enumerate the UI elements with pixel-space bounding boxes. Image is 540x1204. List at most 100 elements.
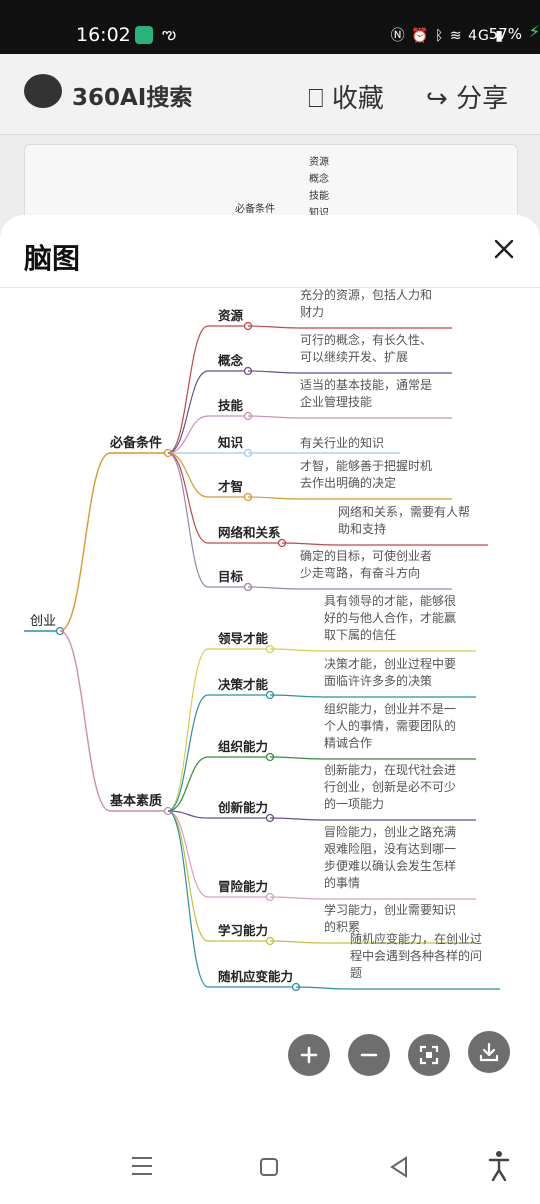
item-node-label: 随机应变能力 — [218, 969, 293, 984]
item-description-line: 面临许许多多的决策 — [324, 673, 432, 688]
item-description-line: 可以继续开发、扩展 — [300, 349, 408, 364]
system-nav-bar — [0, 1140, 540, 1200]
app-header: 360AI搜索 ⎕ 收藏 ↪ 分享 — [0, 54, 540, 135]
signal-icon: ▮ — [495, 28, 504, 44]
back-nav-button[interactable] — [390, 1156, 407, 1178]
zoom-in-button[interactable] — [288, 1034, 330, 1076]
item-node-label: 技能 — [218, 398, 244, 413]
mindmap-connector — [247, 325, 301, 329]
mindmap-connector — [167, 325, 209, 454]
bluetooth-icon: ᛒ — [435, 28, 445, 44]
item-description-line: 取下属的信任 — [324, 627, 396, 642]
item-description-line: 才智，能够善于把握时机 — [300, 458, 432, 473]
notification-app-icon-2: ఌ — [162, 24, 177, 43]
mindmap-connector — [167, 810, 209, 942]
mindmap-connector — [167, 810, 209, 988]
minus-icon — [360, 1053, 378, 1057]
item-description-line: 的事情 — [324, 875, 360, 890]
bookmark-icon: ⎕ — [308, 84, 324, 114]
mindmap-canvas[interactable]: 创业必备条件资源充分的资源，包括人力和财力概念可行的概念，有长久性、可以继续开发… — [0, 287, 540, 1007]
item-description-line: 精诚合作 — [324, 735, 372, 750]
item-description-line: 艰难险阻，没有达到哪一 — [324, 841, 456, 856]
mindmap-connector — [167, 810, 209, 819]
item-description-line: 有关行业的知识 — [300, 435, 384, 450]
item-description-line: 题 — [350, 966, 362, 980]
root-node-label: 创业 — [30, 614, 56, 629]
item-node-label: 决策才能 — [218, 677, 269, 692]
app-name: 360AI搜索 — [72, 85, 193, 111]
close-button[interactable] — [490, 235, 520, 265]
zoom-out-button[interactable] — [348, 1034, 390, 1076]
item-description-line: 的一项能力 — [324, 796, 384, 811]
mindmap-connector — [59, 452, 111, 632]
charging-icon: ⚡ — [528, 22, 540, 41]
item-description-line: 创新能力，在现代社会进 — [324, 762, 456, 777]
network-type: 4G — [468, 28, 490, 44]
item-node-label: 知识 — [217, 435, 244, 450]
mindmap-connector — [269, 756, 325, 760]
mindmap-connector — [247, 415, 301, 419]
mindmap-connector — [167, 452, 209, 544]
item-node-label: 学习能力 — [218, 923, 268, 938]
item-node-label: 领导才能 — [218, 631, 269, 646]
branch-node-label: 必备条件 — [109, 435, 162, 451]
mindmap-connector — [269, 694, 325, 698]
item-description-line: 好的与他人合作，才能赢 — [324, 610, 456, 625]
item-description-line: 具有领导的才能，能够很 — [324, 593, 456, 608]
mindmap-connector — [269, 817, 325, 821]
mindmap-connector — [167, 756, 209, 812]
mindmap-connector — [295, 986, 351, 990]
close-icon — [494, 239, 514, 259]
item-node-label: 才智 — [217, 479, 243, 494]
favorite-button[interactable]: ⎕ 收藏 — [308, 78, 384, 115]
mindmap-connector — [59, 630, 111, 812]
mindmap-modal: 脑图 — [0, 215, 540, 1200]
download-button[interactable] — [468, 1031, 510, 1073]
menu-nav-button[interactable] — [132, 1157, 152, 1175]
fit-screen-button[interactable] — [408, 1034, 450, 1076]
status-icons: Ⓝ ⏰ ᛒ ≋ 4G ▮ — [391, 25, 504, 45]
mindmap-connector — [167, 648, 209, 812]
item-description-line: 适当的基本技能，通常是 — [300, 377, 432, 392]
item-description-line: 决策才能，创业过程中要 — [324, 656, 456, 671]
item-description-line: 网络和关系，需要有人帮 — [338, 504, 470, 519]
mini-item: 概念 — [309, 174, 329, 185]
item-description-line: 学习能力，创业需要知识 — [324, 902, 456, 917]
logo-icon — [24, 74, 62, 108]
item-description-line: 的积累 — [324, 919, 360, 934]
fit-screen-icon — [419, 1045, 439, 1065]
item-node-label: 资源 — [218, 308, 244, 323]
branch-node-label: 基本素质 — [109, 793, 162, 809]
alarm-icon: ⏰ — [411, 28, 430, 44]
mini-item: 资源 — [309, 157, 329, 168]
mini-item: 技能 — [309, 191, 329, 202]
home-nav-button[interactable] — [260, 1158, 278, 1176]
mini-item: 知识 — [309, 208, 329, 219]
item-description-line: 冒险能力，创业之路充满 — [324, 824, 456, 839]
favorite-label: 收藏 — [331, 84, 384, 114]
item-description-line: 财力 — [300, 305, 324, 319]
download-icon — [479, 1042, 499, 1062]
item-node-label: 冒险能力 — [218, 879, 268, 894]
item-description-line: 行创业，创新是必不可少 — [324, 779, 456, 794]
item-description-line: 可行的概念，有长久性、 — [300, 332, 432, 347]
item-description-line: 程中会遇到各种各样的问 — [350, 948, 482, 963]
item-description-line: 个人的事情，需要团队的 — [324, 718, 456, 733]
item-node-label: 网络和关系 — [218, 525, 281, 540]
mindmap-connector — [167, 452, 209, 588]
mindmap-connector — [281, 542, 339, 546]
status-bar: 16:02 ఌ Ⓝ ⏰ ᛒ ≋ 4G ▮ 57% ⚡ — [0, 0, 540, 54]
share-button[interactable]: ↪ 分享 — [426, 78, 508, 115]
accessibility-icon[interactable] — [488, 1151, 510, 1182]
item-description-line: 少走弯路，有奋斗方向 — [300, 565, 420, 580]
mindmap-connector — [167, 810, 209, 898]
item-description-line: 组织能力，创业并不是一 — [324, 702, 456, 716]
mindmap-connector — [167, 452, 209, 498]
share-label: 分享 — [456, 84, 509, 114]
modal-title: 脑图 — [24, 242, 81, 275]
item-description-line: 随机应变能力，在创业过 — [350, 931, 482, 946]
item-node-label: 创新能力 — [217, 800, 268, 815]
mindmap-connector — [247, 370, 301, 374]
mindmap-connector — [247, 586, 301, 590]
mindmap-connector — [167, 415, 209, 454]
